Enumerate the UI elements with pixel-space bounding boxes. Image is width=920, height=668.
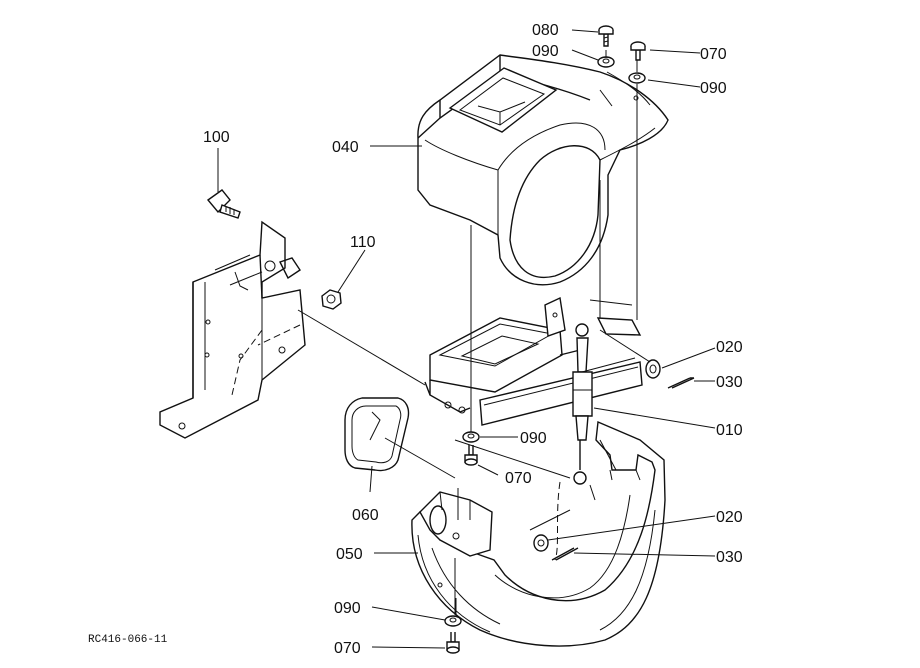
bolt-070-center <box>464 445 478 466</box>
callout-110: 110 <box>350 234 376 251</box>
mounting-bracket <box>159 220 306 439</box>
callout-labels: 080 090 070 090 040 100 110 020 030 010 … <box>88 22 743 657</box>
callout-100: 100 <box>203 129 230 146</box>
washer-090-right <box>628 72 646 84</box>
cover-plate-060 <box>344 397 410 472</box>
washer-020-lower <box>533 534 549 552</box>
bolt-070-bottom <box>446 632 460 654</box>
callout-090: 090 <box>700 80 727 97</box>
clip-030-upper <box>667 377 695 389</box>
callout-090: 090 <box>520 430 547 447</box>
callout-060: 060 <box>352 507 379 524</box>
drawing-code: RC416-066-11 <box>88 634 168 646</box>
callout-090: 090 <box>532 43 559 60</box>
callout-090: 090 <box>334 600 361 617</box>
washer-020-upper <box>645 359 661 379</box>
callout-070: 070 <box>334 640 361 657</box>
callout-080: 080 <box>532 22 559 39</box>
assembly-lines <box>297 50 651 615</box>
callout-030: 030 <box>716 374 743 391</box>
bolt-070-top <box>630 41 646 61</box>
leader-lines <box>217 29 716 649</box>
bolt-080 <box>598 25 614 47</box>
nut-110 <box>321 289 342 310</box>
bolt-100 <box>206 189 241 219</box>
washer-090-top <box>597 56 615 68</box>
washer-090-bottom <box>444 615 462 627</box>
callout-070: 070 <box>505 470 532 487</box>
gas-spring-010 <box>572 323 593 485</box>
callout-030: 030 <box>716 549 743 566</box>
lower-cover-050 <box>411 420 666 647</box>
callout-050: 050 <box>336 546 363 563</box>
clip-030-lower <box>551 547 579 561</box>
lever-mount-base <box>424 296 643 426</box>
callout-040: 040 <box>332 139 359 156</box>
callout-020: 020 <box>716 339 743 356</box>
callout-020: 020 <box>716 509 743 526</box>
upper-cover-040 <box>417 54 669 286</box>
washer-090-center <box>462 431 480 443</box>
callout-010: 010 <box>716 422 743 439</box>
callout-070: 070 <box>700 46 727 63</box>
